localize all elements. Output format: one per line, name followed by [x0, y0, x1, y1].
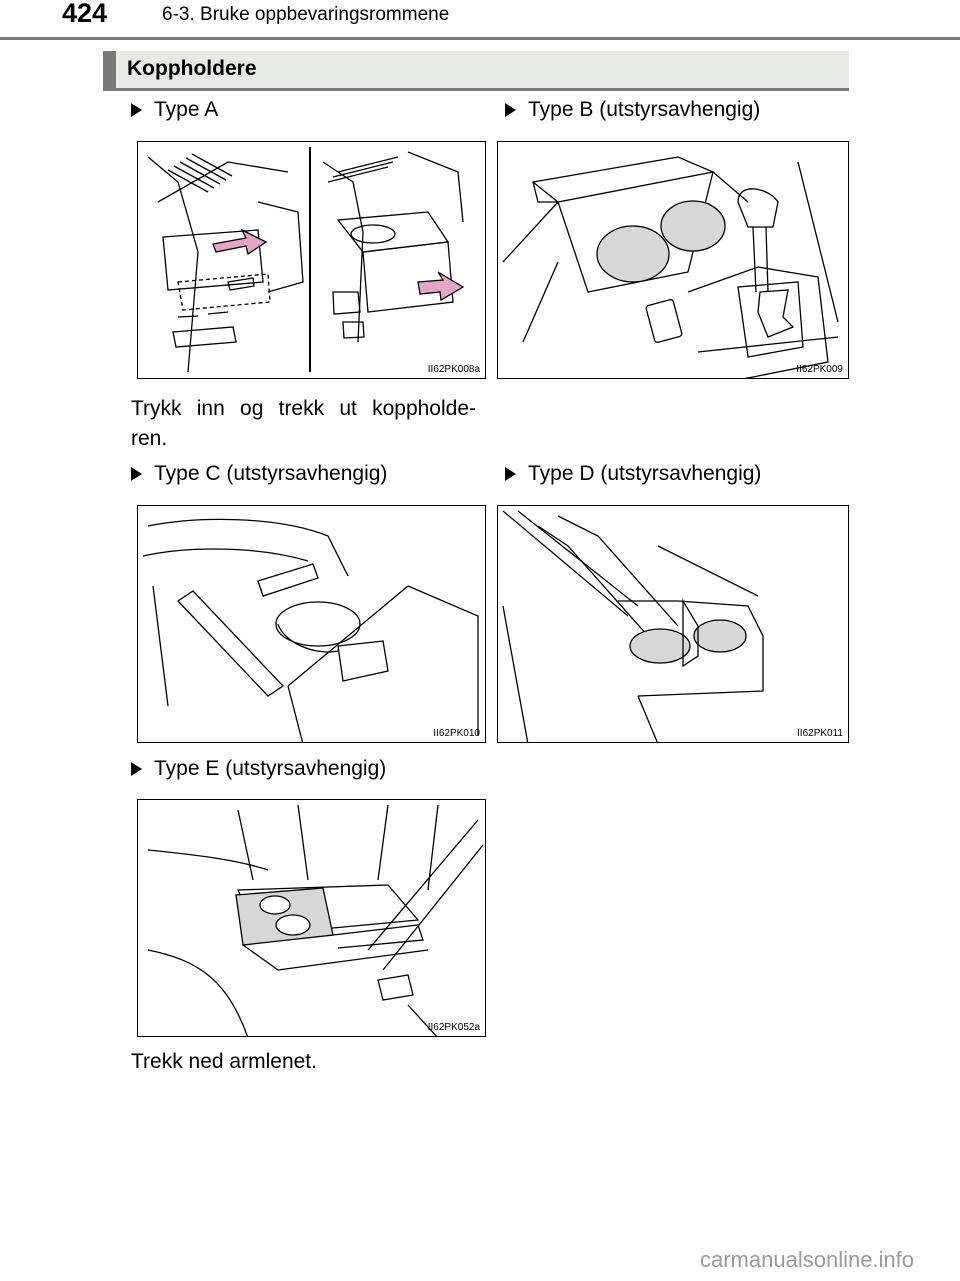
figure-type-c: II62PK010 — [137, 505, 486, 743]
type-e-label: Type E (utstyrsavhengig) — [131, 757, 386, 781]
watermark: carmanualsonline.info — [700, 1247, 915, 1272]
figure-code: II62PK008a — [427, 364, 480, 375]
section-header: Koppholdere — [103, 51, 849, 91]
cup-holder-type-d-illustration — [502, 510, 764, 742]
type-a-instruction: Trykk inn og trekk ut koppholde- ren. — [131, 394, 476, 454]
figure-code: II62PK009 — [796, 364, 843, 375]
section-title: Koppholdere — [127, 57, 257, 80]
page-number: 424 — [62, 0, 108, 28]
figure-type-a: II62PK008a — [137, 141, 486, 379]
type-a-instruction-line-1: Trykk inn og trekk ut koppholde- — [131, 397, 476, 420]
section-accent — [103, 51, 116, 88]
cup-holder-type-c-illustration — [142, 518, 479, 742]
triangle-bullet-icon — [505, 467, 516, 481]
type-e-instruction: Trekk ned armlenet. — [131, 1050, 317, 1073]
type-b-label: Type B (utstyrsavhengig) — [505, 98, 760, 122]
chapter-title: 6-3. Bruke oppbevaringsrommene — [162, 4, 450, 25]
type-d-label: Type D (utstyrsavhengig) — [505, 462, 761, 486]
cup-holder-type-b-illustration — [502, 156, 839, 378]
type-b-text: Type B (utstyrsavhengig) — [528, 98, 761, 121]
type-e-text: Type E (utstyrsavhengig) — [154, 757, 387, 780]
type-c-text: Type C (utstyrsavhengig) — [154, 462, 388, 485]
triangle-bullet-icon — [131, 467, 142, 481]
cup-holder-type-a-illustration — [147, 147, 465, 373]
figure-type-b: II62PK009 — [497, 141, 849, 379]
figure-code: II62PK052a — [427, 1022, 480, 1033]
type-a-text: Type A — [154, 98, 219, 121]
figure-code: II62PK011 — [797, 728, 843, 739]
type-a-label: Type A — [131, 98, 218, 122]
triangle-bullet-icon — [131, 762, 142, 776]
figure-code: II62PK010 — [433, 728, 480, 739]
triangle-bullet-icon — [131, 103, 142, 117]
header-rule — [0, 37, 960, 40]
cup-holder-type-e-illustration — [147, 804, 484, 1036]
figure-type-d: II62PK011 — [497, 505, 849, 743]
figure-type-e: II62PK052a — [137, 799, 486, 1037]
triangle-bullet-icon — [505, 103, 516, 117]
type-d-text: Type D (utstyrsavhengig) — [528, 462, 762, 485]
type-c-label: Type C (utstyrsavhengig) — [131, 462, 387, 486]
type-a-instruction-line-2: ren. — [131, 427, 168, 450]
